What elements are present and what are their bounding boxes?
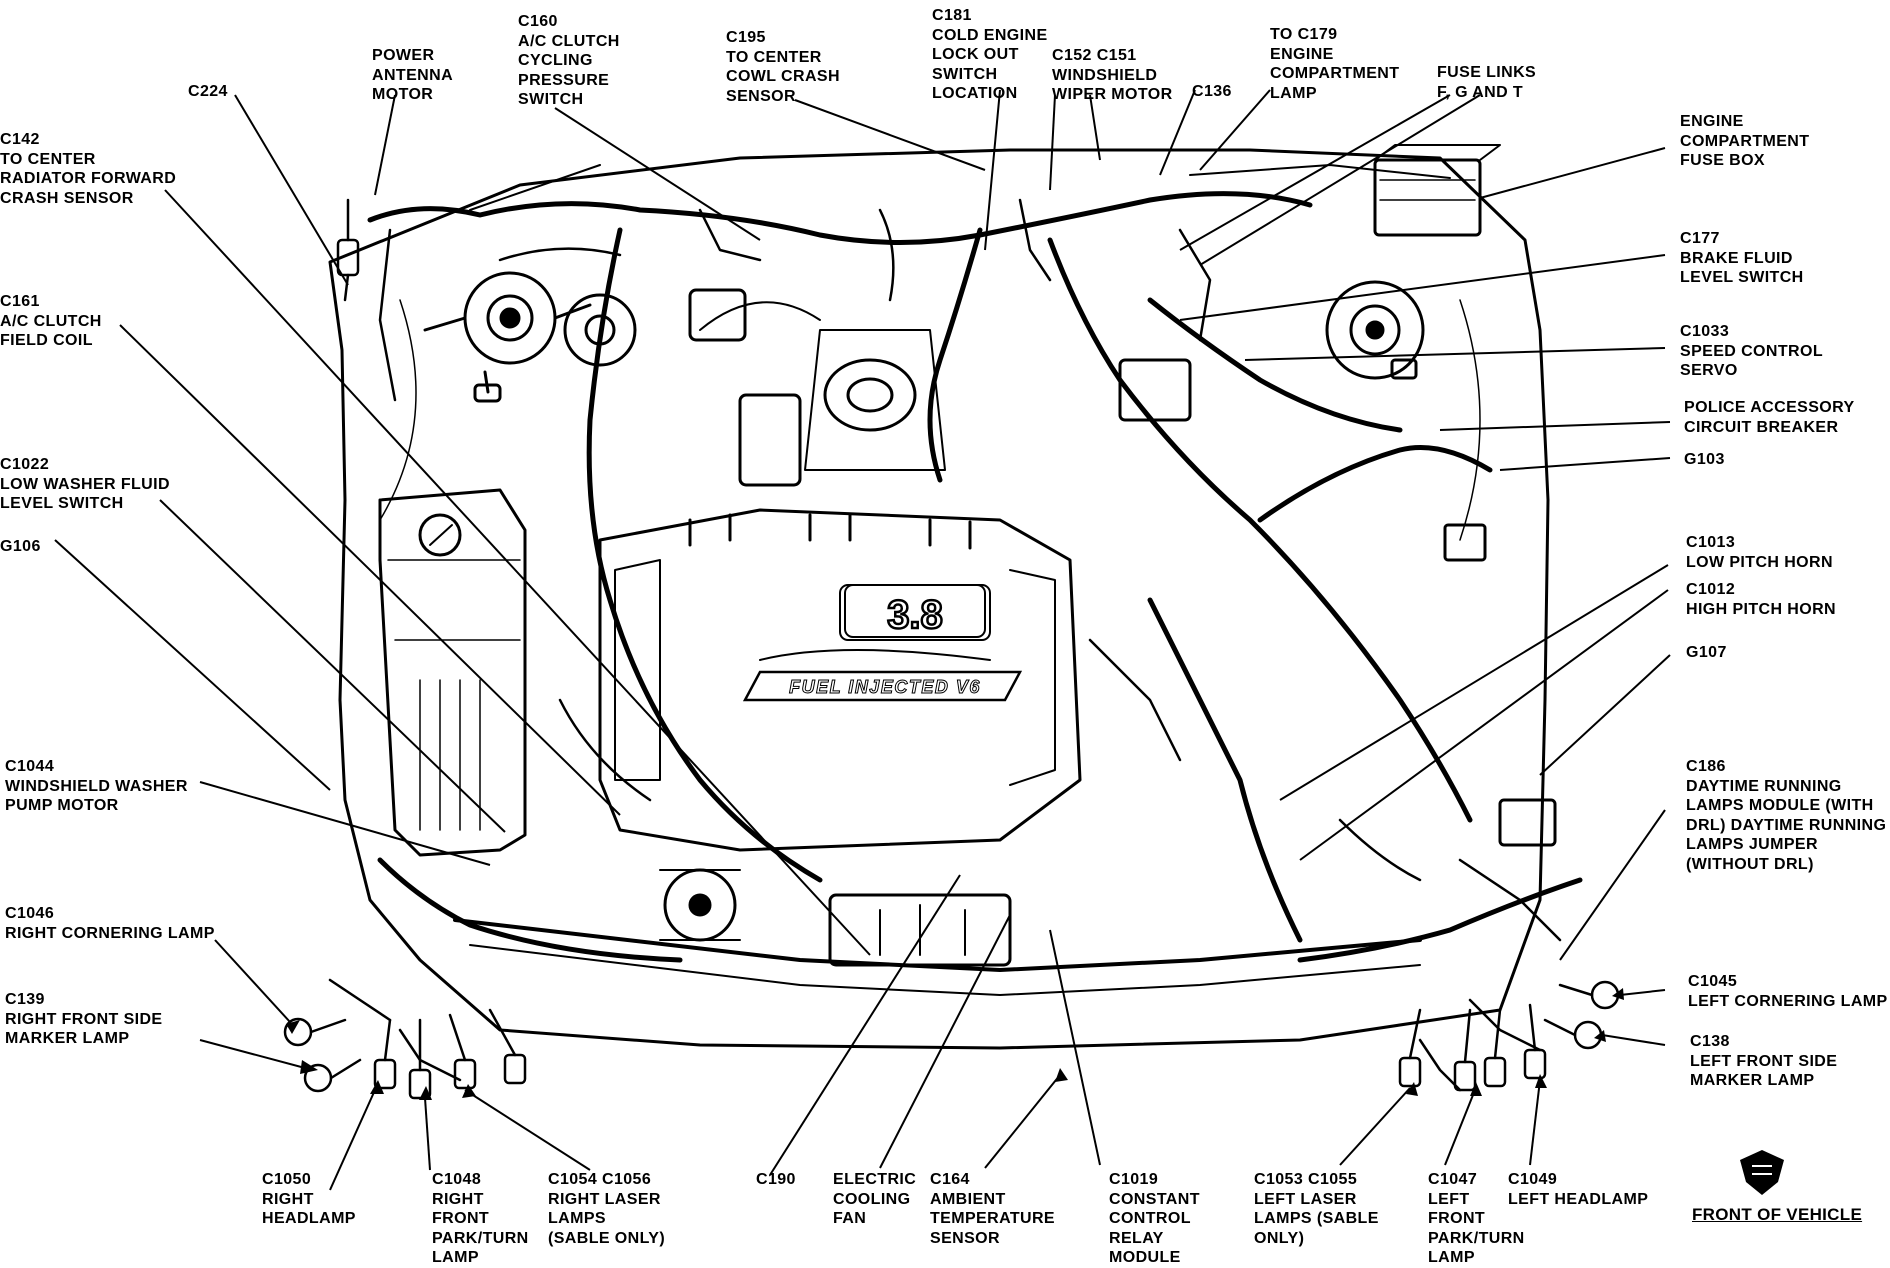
leader-lines (54, 89, 1671, 1191)
label-fuse-links: FUSE LINKS F, G AND T (1437, 64, 1537, 101)
label-c1045: C1045 LEFT CORNERING LAMP (1688, 973, 1888, 1010)
label-engine-fuse-box: ENGINE COMPARTMENT FUSE BOX (1680, 113, 1810, 169)
engine-name: FUEL INJECTED V6 (789, 677, 981, 697)
main-wiring-harness (367, 191, 1583, 963)
label-c142: C142 TO CENTER RADIATOR FORWARD CRASH SE… (0, 131, 177, 207)
cooling-fan (659, 868, 741, 942)
label-c177: C177 BRAKE FLUID LEVEL SWITCH (1680, 230, 1804, 286)
right-strut-tower (423, 271, 592, 403)
label-electric-cooling-fan: ELECTRIC COOLING FAN (833, 1171, 917, 1227)
label-c136: C136 (1192, 83, 1232, 100)
label-c1046: C1046 RIGHT CORNERING LAMP (5, 905, 215, 942)
engine-displacement: 3.8 (887, 593, 943, 637)
relay-block (1118, 358, 1557, 847)
label-c1019: C1019 CONSTANT CONTROL RELAY MODULE (1109, 1171, 1200, 1266)
label-c1048: C1048 RIGHT FRONT PARK/TURN LAMP (432, 1171, 529, 1266)
fuse-box (1373, 144, 1501, 237)
label-c224: C224 (188, 83, 228, 100)
label-c1054-c1056: C1054 C1056 RIGHT LASER LAMPS (SABLE ONL… (548, 1171, 666, 1247)
engine-badge: 3.8 FUEL INJECTED V6 (742, 584, 1023, 702)
label-c181-cold-engine: C181 COLD ENGINE LOCK OUT SWITCH LOCATIO… (932, 7, 1048, 102)
label-c1050: C1050 RIGHT HEADLAMP (262, 1171, 356, 1227)
front-of-vehicle-label: FRONT OF VEHICLE (1692, 1205, 1863, 1224)
throttle-body (699, 301, 946, 471)
label-c1012: C1012 HIGH PITCH HORN (1686, 581, 1836, 618)
label-g107: G107 (1686, 644, 1727, 661)
label-g103: G103 (1684, 451, 1725, 468)
left-front-lamp-connectors (1398, 980, 1620, 1092)
label-c1053-c1055: C1053 C1055 LEFT LASER LAMPS (SABLE ONLY… (1254, 1171, 1379, 1247)
label-c1047: C1047 LEFT FRONT PARK/TURN LAMP (1428, 1171, 1525, 1266)
label-to-c179: TO C179 ENGINE COMPARTMENT LAMP (1270, 26, 1400, 102)
label-c1022: C1022 LOW WASHER FLUID LEVEL SWITCH (0, 456, 170, 512)
label-c195: C195 TO CENTER COWL CRASH SENSOR (726, 29, 840, 105)
secondary-wiring (328, 198, 1562, 1092)
washer-reservoir (378, 488, 527, 857)
label-power-antenna-motor: POWER ANTENNA MOTOR (372, 47, 454, 103)
leader-arrowheads (286, 988, 1624, 1100)
alternator (563, 288, 802, 487)
label-c138: C138 LEFT FRONT SIDE MARKER LAMP (1690, 1033, 1838, 1089)
label-c186: C186 DAYTIME RUNNING LAMPS MODULE (WITH … (1686, 758, 1887, 873)
label-c1013: C1013 LOW PITCH HORN (1686, 534, 1833, 571)
antenna-connector (336, 198, 360, 302)
front-of-vehicle-emblem (1740, 1150, 1784, 1195)
radiator-support (453, 893, 1422, 996)
label-police-breaker: POLICE ACCESSORY CIRCUIT BREAKER (1684, 399, 1855, 436)
label-c164: C164 AMBIENT TEMPERATURE SENSOR (930, 1171, 1055, 1247)
label-c1044: C1044 WINDSHIELD WASHER PUMP MOTOR (5, 758, 188, 814)
label-g106: G106 (0, 538, 41, 555)
left-strut-tower (1325, 280, 1425, 380)
label-c1033: C1033 SPEED CONTROL SERVO (1680, 323, 1823, 379)
right-front-lamp-connectors (283, 1008, 527, 1100)
label-c1049: C1049 LEFT HEADLAMP (1508, 1171, 1649, 1208)
label-c190: C190 (756, 1171, 796, 1188)
label-c160: C160 A/C CLUTCH CYCLING PRESSURE SWITCH (518, 13, 620, 108)
label-c152-c151: C152 C151 WINDSHIELD WIPER MOTOR (1052, 47, 1173, 103)
label-c161: C161 A/C CLUTCH FIELD COIL (0, 293, 102, 349)
label-c139: C139 RIGHT FRONT SIDE MARKER LAMP (5, 991, 163, 1047)
